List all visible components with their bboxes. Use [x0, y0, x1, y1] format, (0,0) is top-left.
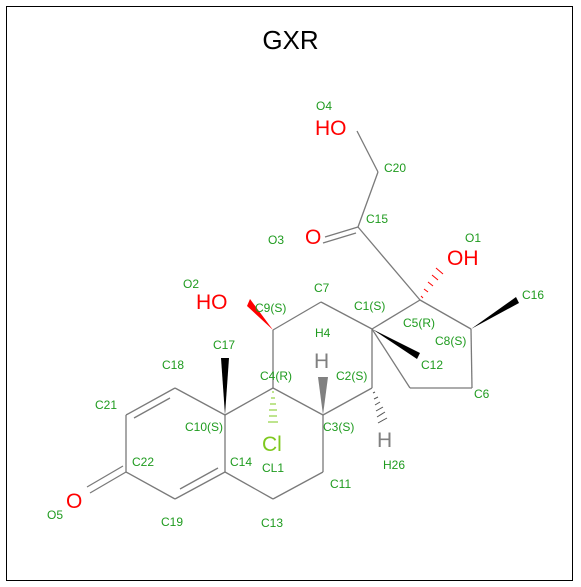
wedge-c8-c16: [471, 297, 519, 329]
label-o5: O5: [47, 508, 63, 522]
label-c2: C2(S): [336, 369, 367, 383]
bond-c1-c7: [320, 301, 373, 330]
atom-cl: Cl: [262, 433, 282, 456]
label-c8: C8(S): [435, 334, 466, 348]
label-c15: C15: [366, 212, 388, 226]
bond-c4-c3: [272, 387, 324, 416]
label-c19: C19: [161, 515, 183, 529]
label-c11: C11: [330, 477, 351, 491]
bond-c18-c21: [125, 387, 176, 416]
atom-oh-right: OH: [447, 247, 479, 270]
label-o2: O2: [183, 277, 199, 291]
label-c22: C22: [132, 455, 154, 469]
bond-c19-c14: [174, 471, 226, 500]
label-c12: C12: [421, 358, 443, 372]
atom-h-bottom: H: [377, 429, 392, 452]
label-c17: C17: [213, 338, 235, 352]
hash-c2-h26: [372, 391, 388, 424]
label-c13: C13: [261, 516, 283, 530]
label-c18: C18: [162, 358, 184, 372]
label-c16: C16: [522, 288, 544, 302]
bond-c22-c19: [125, 471, 176, 500]
stereo-bonds: [221, 267, 519, 424]
atom-o-ketone: O: [305, 226, 321, 249]
bond-c1-c5: [371, 299, 421, 330]
label-c5: C5(R): [403, 316, 435, 330]
wedge-c3-h4: [318, 377, 328, 415]
label-c10: C10(S): [185, 420, 223, 434]
label-o4: O4: [316, 99, 332, 113]
bond-c15-c5: [357, 226, 421, 301]
bond-c3-c2: [322, 387, 373, 416]
hash-c5-o1: [420, 267, 444, 299]
label-c1: C1(S): [354, 299, 385, 313]
atom-oh-left: HO: [196, 291, 228, 314]
atom-oh-top: HO: [315, 117, 347, 140]
atom-symbols: HO O OH HO O Cl H H: [66, 117, 479, 513]
label-c14: C14: [230, 455, 252, 469]
bond-c5-c8: [419, 299, 472, 330]
bond-c2-c1: [371, 328, 411, 389]
diagram-frame: GXR: [6, 6, 573, 581]
label-h4: H4: [315, 326, 331, 340]
wedge-c10-c17: [221, 358, 229, 415]
atom-h-top: H: [314, 350, 329, 373]
bond-c10-c18: [174, 387, 226, 416]
label-o3: O3: [268, 233, 284, 247]
wedge-c1-c12: [372, 329, 420, 359]
bond-c22-o5-b: [86, 465, 124, 488]
label-cl1: CL1: [262, 461, 284, 475]
hash-c4-cl: [268, 391, 278, 423]
bond-c20-c15: [357, 171, 379, 228]
label-c20: C20: [384, 161, 406, 175]
atom-labels: O4 C20 C15 O3 O1 C16 O2 C9(S) C7 C1(S) C…: [47, 99, 544, 530]
atom-o-ring: O: [66, 490, 82, 513]
bond-lines: [86, 130, 473, 500]
label-c3: C3(S): [323, 420, 354, 434]
bond-c22-o5-a: [89, 471, 127, 494]
bond-c14-c13: [224, 471, 274, 500]
bond-c4-c10: [224, 387, 274, 416]
bond-c13-c11: [272, 471, 324, 500]
bond-o4-c20: [356, 130, 379, 173]
label-o1: O1: [465, 231, 481, 245]
label-c6: C6: [474, 387, 490, 401]
label-c9: C9(S): [255, 301, 286, 315]
bond-c19-c14-double: [179, 467, 219, 490]
label-h26: H26: [383, 458, 405, 472]
bond-c15-o3-b: [322, 232, 357, 244]
bond-c7-c9: [272, 301, 322, 331]
label-c21: C21: [95, 398, 117, 412]
label-c7: C7: [314, 281, 330, 295]
bond-c18-c21-double: [133, 397, 171, 419]
diagram-title: GXR: [262, 25, 319, 55]
bond-c15-o3-a: [324, 226, 359, 238]
bond-c8-c6: [470, 328, 473, 389]
wedge-c9-o2: [247, 299, 273, 330]
label-c4: C4(R): [260, 369, 292, 383]
molecule-structure: HO O OH HO O Cl H H O4 C20 C15 O3 O1 C16…: [47, 99, 544, 530]
